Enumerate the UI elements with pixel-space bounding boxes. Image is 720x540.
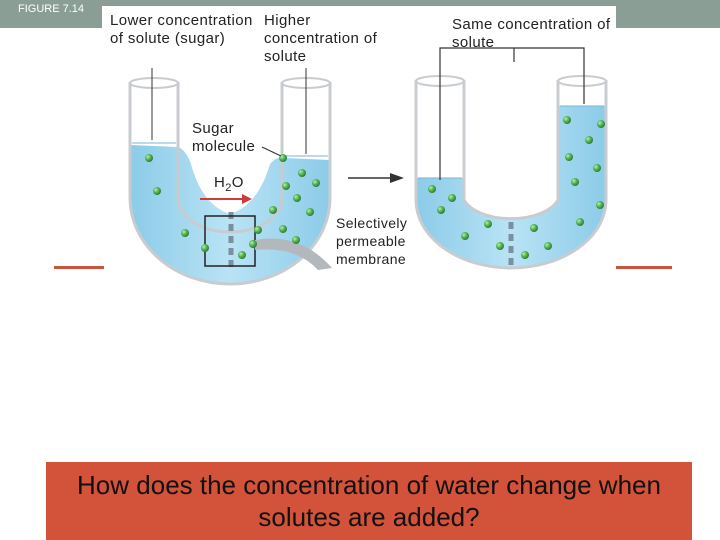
label-water: H2O — [214, 174, 244, 197]
label-lower-concentration: Lower concentration of solute (sugar) — [110, 12, 253, 47]
accent-line-right — [616, 266, 672, 269]
water-arrow-icon — [200, 194, 252, 204]
label-sugar-molecule: Sugar molecule — [192, 120, 256, 155]
figure-label: FIGURE 7.14 — [0, 0, 102, 28]
question-box: How does the concentration of water chan… — [46, 462, 692, 540]
right-u-tube — [414, 47, 608, 270]
sugar-molecules-left — [145, 154, 246, 259]
accent-line-left — [54, 266, 104, 269]
sugar-molecules-right-tube — [428, 116, 605, 259]
label-higher-concentration: Higher concentration of solute — [264, 12, 378, 65]
question-text: How does the concentration of water chan… — [77, 470, 661, 532]
process-arrow-icon — [348, 173, 404, 183]
water-h: H — [214, 174, 226, 191]
left-u-tube — [128, 77, 332, 286]
label-same-concentration: Same concentration of solute — [452, 16, 611, 51]
label-membrane: Selectively permeable membrane — [336, 215, 408, 267]
water-o: O — [231, 174, 244, 191]
water-subscript: 2 — [225, 182, 232, 194]
